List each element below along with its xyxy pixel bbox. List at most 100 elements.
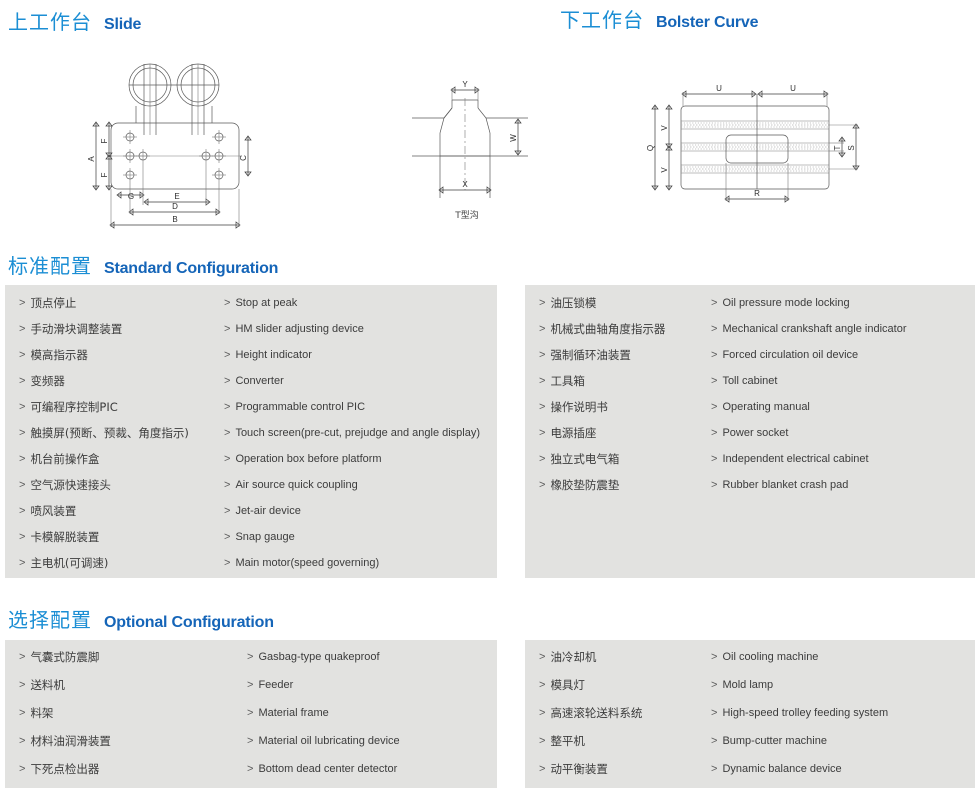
- list-item-cn: > 下死点检出器: [19, 762, 100, 776]
- list-item: > 变频器 > Converter: [5, 374, 497, 401]
- chevron-right-icon: >: [224, 453, 231, 465]
- list-item-cn: > 模具灯: [539, 678, 585, 692]
- chevron-right-icon: >: [711, 427, 718, 439]
- list-item: > 工具箱 > Toll cabinet: [525, 374, 975, 401]
- list-item: > 高速滚轮送料系统 > High-speed trolley feeding …: [525, 706, 975, 735]
- list-item-cn: > 橡胶垫防震垫: [539, 478, 620, 492]
- optional-config-left-list: > 气囊式防震脚 > Gasbag-type quakeproof > 送料机 …: [5, 640, 497, 788]
- list-item-en: > Material oil lubricating device: [247, 735, 400, 747]
- chevron-right-icon: >: [247, 707, 254, 719]
- list-item-cn: > 机台前操作盒: [19, 452, 100, 466]
- chevron-right-icon: >: [711, 453, 718, 465]
- list-item: > 料架 > Material frame: [5, 706, 497, 735]
- slide-dim-label-F-upper: F: [100, 138, 109, 143]
- list-item-en: > Stop at peak: [224, 297, 298, 309]
- section-heading-bolster: 下工作台 Bolster Curve: [560, 4, 759, 33]
- section-heading-optional: 选择配置 Optional Configuration: [8, 604, 274, 633]
- chevron-right-icon: >: [19, 707, 26, 719]
- list-item: > 顶点停止 > Stop at peak: [5, 296, 497, 323]
- chevron-right-icon: >: [539, 651, 546, 663]
- chevron-right-icon: >: [711, 375, 718, 387]
- list-item-cn: > 空气源快速接头: [19, 478, 111, 492]
- list-item-en: > Gasbag-type quakeproof: [247, 651, 380, 663]
- standard-config-left-panel: > 顶点停止 > Stop at peak > 手动滑块调整装置 > HM sl…: [5, 285, 497, 578]
- list-item-cn: > 喷风装置: [19, 504, 77, 518]
- chevron-right-icon: >: [19, 375, 26, 387]
- section-heading-standard: 标准配置 Standard Configuration: [8, 250, 278, 279]
- list-item-en: > Jet-air device: [224, 505, 301, 517]
- list-item-cn: > 顶点停止: [19, 296, 77, 310]
- list-item: > 机械式曲轴角度指示器 > Mechanical crankshaft ang…: [525, 322, 975, 349]
- list-item-en: > Bottom dead center detector: [247, 763, 398, 775]
- list-item: > 触摸屏(预断、预裁、角度指示) > Touch screen(pre-cut…: [5, 426, 497, 453]
- list-item: > 手动滑块调整装置 > HM slider adjusting device: [5, 322, 497, 349]
- chevron-right-icon: >: [539, 323, 546, 335]
- section-heading-bolster-en: Bolster Curve: [656, 14, 759, 31]
- section-heading-slide: 上工作台 Slide: [8, 6, 141, 35]
- list-item-en: > Converter: [224, 375, 284, 387]
- list-item-en: > Main motor(speed governing): [224, 557, 380, 569]
- chevron-right-icon: >: [711, 707, 718, 719]
- list-item-en: > Bump-cutter machine: [711, 735, 827, 747]
- list-item-cn: > 模高指示器: [19, 348, 88, 362]
- list-item: > 模具灯 > Mold lamp: [525, 678, 975, 707]
- bolster-dim-label-R: R: [754, 189, 760, 198]
- chevron-right-icon: >: [19, 557, 26, 569]
- chevron-right-icon: >: [224, 505, 231, 517]
- chevron-right-icon: >: [19, 763, 26, 775]
- bolster-dim-label-T: T: [833, 145, 842, 150]
- list-item: > 卡模解脱装置 > Snap gauge: [5, 530, 497, 557]
- list-item-cn: > 工具箱: [539, 374, 585, 388]
- slide-dim-label-F-lower: F: [100, 172, 109, 177]
- list-item: > 油压锁模 > Oil pressure mode locking: [525, 296, 975, 323]
- list-item-en: > Oil pressure mode locking: [711, 297, 850, 309]
- bolster-dim-label-U-right: U: [790, 84, 796, 93]
- list-item: > 整平机 > Bump-cutter machine: [525, 734, 975, 763]
- list-item-cn: > 油冷却机: [539, 650, 597, 664]
- list-item: > 材料油润滑装置 > Material oil lubricating dev…: [5, 734, 497, 763]
- chevron-right-icon: >: [19, 505, 26, 517]
- standard-config-left-list: > 顶点停止 > Stop at peak > 手动滑块调整装置 > HM sl…: [5, 285, 497, 578]
- bolster-dim-label-S: S: [847, 145, 856, 150]
- chevron-right-icon: >: [224, 323, 231, 335]
- list-item-en: > High-speed trolley feeding system: [711, 707, 889, 719]
- chevron-right-icon: >: [711, 651, 718, 663]
- chevron-right-icon: >: [539, 453, 546, 465]
- list-item-en: > Rubber blanket crash pad: [711, 479, 849, 491]
- list-item-en: > Feeder: [247, 679, 294, 691]
- chevron-right-icon: >: [247, 735, 254, 747]
- chevron-right-icon: >: [224, 401, 231, 413]
- list-item-en: > Air source quick coupling: [224, 479, 358, 491]
- optional-config-right-panel: > 油冷却机 > Oil cooling machine > 模具灯 > Mol…: [525, 640, 975, 788]
- chevron-right-icon: >: [224, 375, 231, 387]
- list-item: > 油冷却机 > Oil cooling machine: [525, 650, 975, 679]
- list-item-cn: > 油压锁模: [539, 296, 597, 310]
- chevron-right-icon: >: [224, 557, 231, 569]
- list-item-cn: > 气囊式防震脚: [19, 650, 100, 664]
- list-item-en: > Power socket: [711, 427, 789, 439]
- bolster-dim-label-Q: Q: [646, 145, 655, 151]
- chevron-right-icon: >: [711, 297, 718, 309]
- optional-config-left-panel: > 气囊式防震脚 > Gasbag-type quakeproof > 送料机 …: [5, 640, 497, 788]
- chevron-right-icon: >: [224, 427, 231, 439]
- list-item-en: > HM slider adjusting device: [224, 323, 364, 335]
- chevron-right-icon: >: [539, 401, 546, 413]
- bolster-dim-label-U-left: U: [716, 84, 722, 93]
- list-item: > 气囊式防震脚 > Gasbag-type quakeproof: [5, 650, 497, 679]
- chevron-right-icon: >: [539, 479, 546, 491]
- list-item-en: > Height indicator: [224, 349, 312, 361]
- chevron-right-icon: >: [247, 651, 254, 663]
- slide-dim-label-G: G: [128, 192, 134, 201]
- list-item-cn: > 电源插座: [539, 426, 597, 440]
- list-item: > 空气源快速接头 > Air source quick coupling: [5, 478, 497, 505]
- list-item-cn: > 送料机: [19, 678, 65, 692]
- chevron-right-icon: >: [539, 297, 546, 309]
- list-item-cn: > 主电机(可调速): [19, 556, 109, 570]
- tslot-dim-label-X: X: [462, 180, 468, 189]
- slide-dim-label-C: C: [239, 155, 248, 161]
- list-item-en: > Mechanical crankshaft angle indicator: [711, 323, 907, 335]
- chevron-right-icon: >: [539, 349, 546, 361]
- chevron-right-icon: >: [224, 297, 231, 309]
- list-item-cn: > 机械式曲轴角度指示器: [539, 322, 666, 336]
- list-item-en: > Mold lamp: [711, 679, 774, 691]
